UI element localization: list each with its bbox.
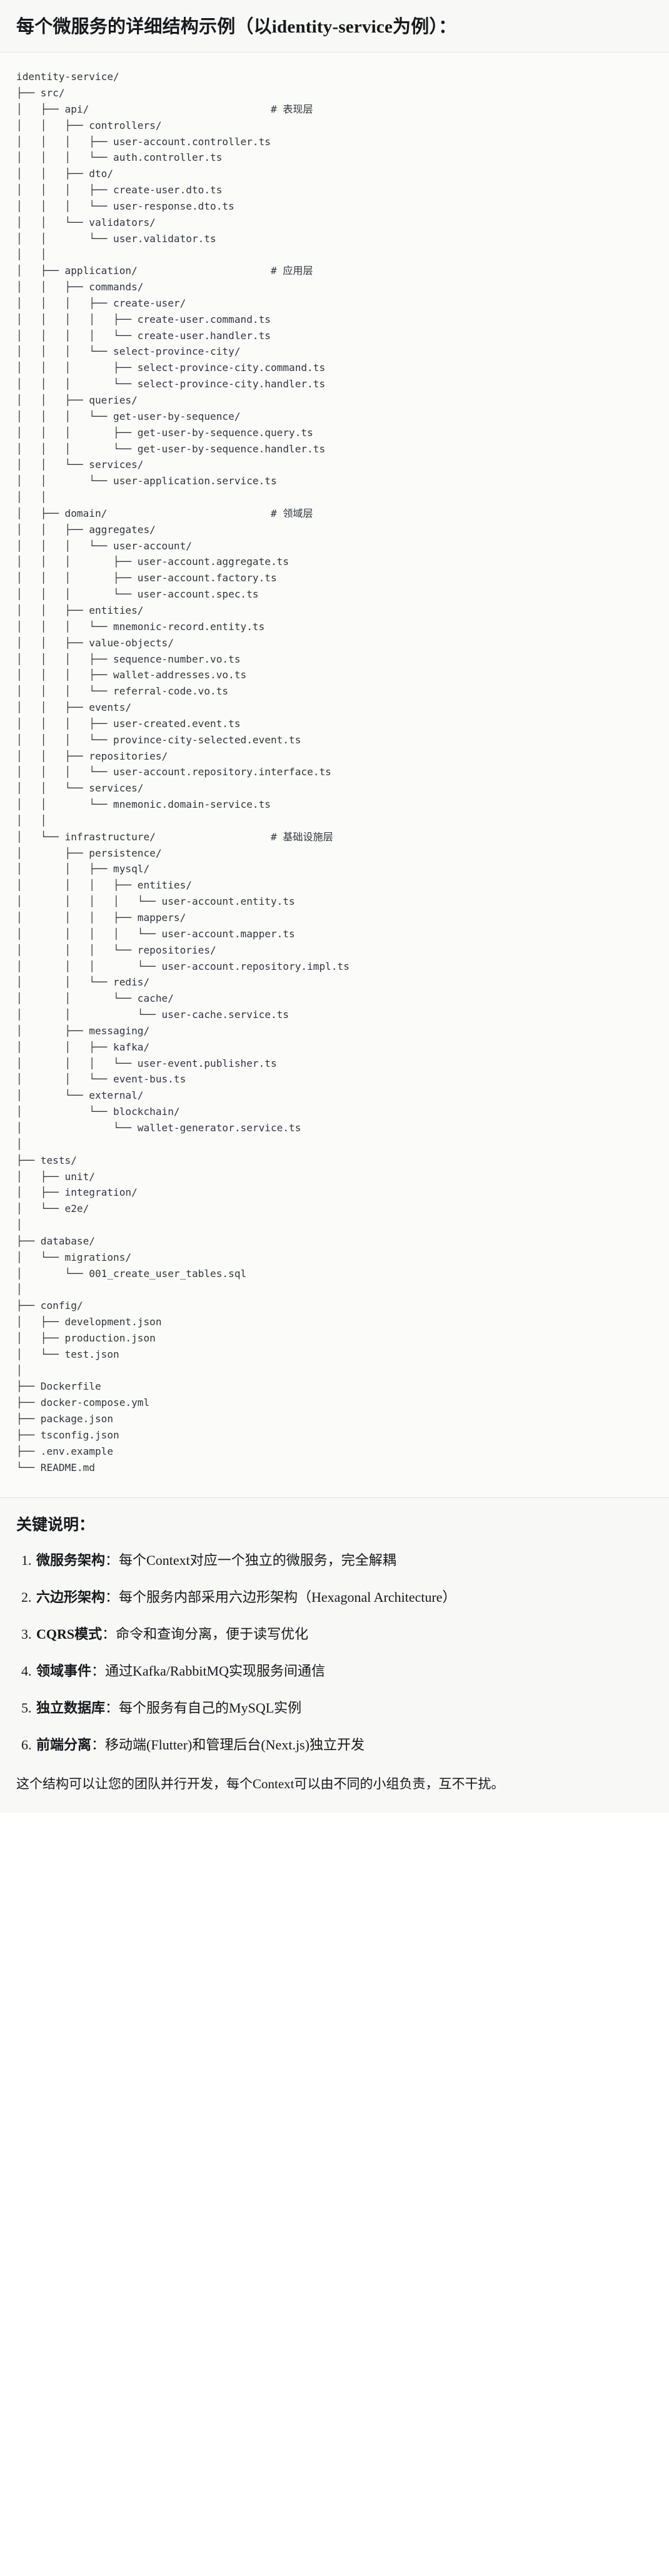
document-page: 每个微服务的详细结构示例（以identity-service为例）： ident… <box>0 0 669 1813</box>
list-item: 前端分离：移动端(Flutter)和管理后台(Next.js)独立开发 <box>35 1734 653 1755</box>
key-point-separator: ： <box>105 1589 119 1605</box>
heading-section: 每个微服务的详细结构示例（以identity-service为例）： <box>0 0 669 53</box>
key-point-description: 移动端(Flutter)和管理后台(Next.js)独立开发 <box>105 1736 365 1753</box>
list-item: CQRS模式：命令和查询分离，便于读写优化 <box>35 1624 653 1644</box>
key-point-term: CQRS模式 <box>36 1626 103 1642</box>
key-point-separator: ： <box>91 1662 106 1679</box>
directory-tree: identity-service/ ├── src/ │ ├── api/ # … <box>16 71 350 1474</box>
key-point-term: 前端分离 <box>36 1736 92 1753</box>
key-point-term: 六边形架构 <box>36 1589 106 1605</box>
key-point-term: 微服务架构 <box>36 1552 106 1568</box>
key-point-separator: ： <box>105 1552 119 1568</box>
key-point-separator: ： <box>105 1699 119 1716</box>
directory-tree-section: identity-service/ ├── src/ │ ├── api/ # … <box>0 53 669 1498</box>
key-point-description: 通过Kafka/RabbitMQ实现服务间通信 <box>105 1662 325 1679</box>
list-item: 六边形架构：每个服务内部采用六边形架构（Hexagonal Architectu… <box>35 1587 653 1607</box>
key-point-description: 每个Context对应一个独立的微服务，完全解耦 <box>119 1552 396 1568</box>
closing-paragraph: 这个结构可以让您的团队并行开发，每个Context可以由不同的小组负责，互不干扰… <box>16 1776 505 1791</box>
list-item: 微服务架构：每个Context对应一个独立的微服务，完全解耦 <box>35 1550 653 1571</box>
key-points-title: 关键说明： <box>16 1516 95 1534</box>
key-point-description: 每个服务内部采用六边形架构（Hexagonal Architecture） <box>119 1589 456 1605</box>
list-item: 独立数据库：每个服务有自己的MySQL实例 <box>35 1698 653 1718</box>
key-point-separator: ： <box>91 1736 106 1753</box>
page-title: 每个微服务的详细结构示例（以identity-service为例）： <box>16 17 457 37</box>
key-point-description: 每个服务有自己的MySQL实例 <box>119 1699 302 1716</box>
list-item: 领域事件：通过Kafka/RabbitMQ实现服务间通信 <box>35 1661 653 1681</box>
key-point-term: 独立数据库 <box>36 1699 106 1716</box>
key-point-term: 领域事件 <box>36 1662 92 1679</box>
key-points-list: 微服务架构：每个Context对应一个独立的微服务，完全解耦 六边形架构：每个服… <box>16 1550 653 1755</box>
key-point-description: 命令和查询分离，便于读写优化 <box>116 1626 309 1642</box>
key-points-section: 关键说明： 微服务架构：每个Context对应一个独立的微服务，完全解耦 六边形… <box>0 1497 669 1813</box>
key-point-separator: ： <box>102 1626 116 1642</box>
